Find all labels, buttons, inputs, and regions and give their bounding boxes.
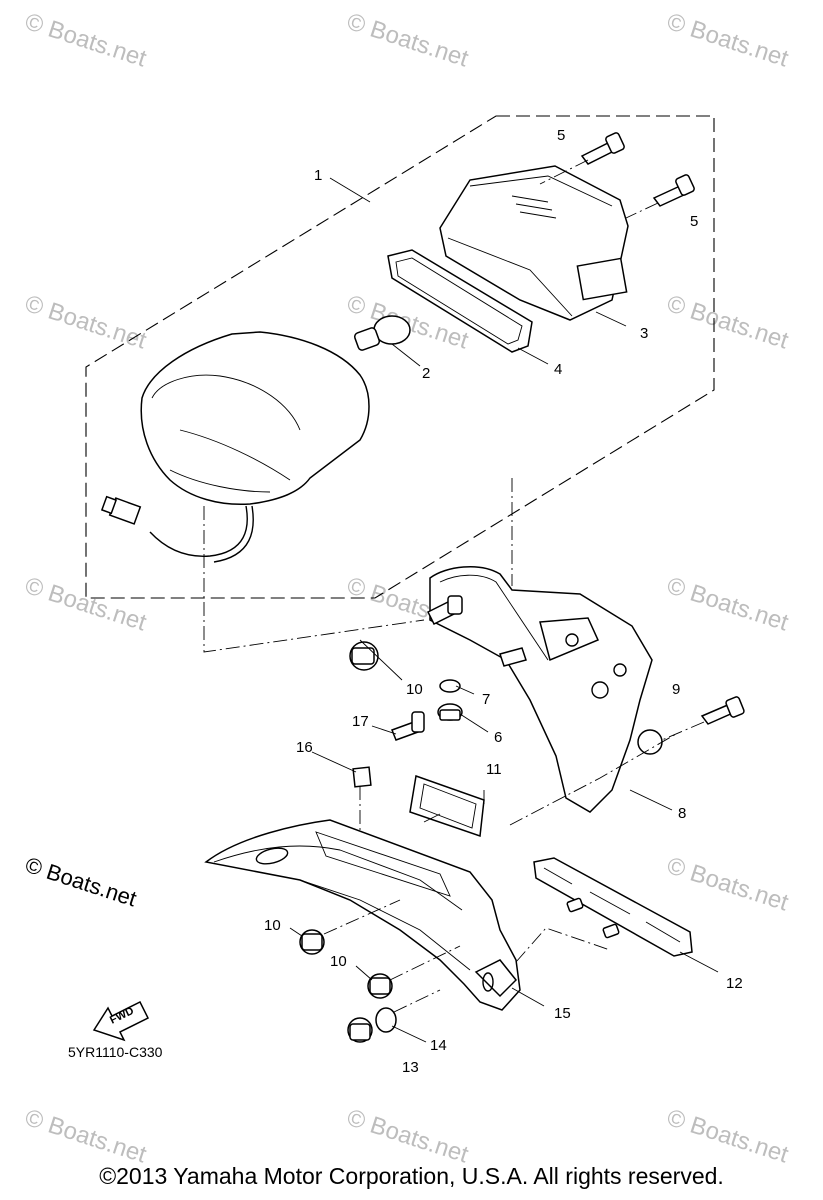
flange-nut xyxy=(367,973,393,999)
callout-7: 7 xyxy=(482,691,490,708)
copyright-notice: ©2013 Yamaha Motor Corporation, U.S.A. A… xyxy=(99,1163,724,1189)
screw xyxy=(539,132,625,185)
callout-8: 8 xyxy=(678,805,686,822)
callout-5: 5 xyxy=(557,127,565,144)
mounting-line xyxy=(515,927,611,963)
tail-light-lens xyxy=(140,331,370,506)
diagram-code: 5YR1110-C330 xyxy=(68,1044,163,1060)
rear-fender xyxy=(204,819,545,1011)
callout-16: 16 xyxy=(296,739,313,756)
washer xyxy=(439,679,461,693)
callout-6: 6 xyxy=(494,729,502,746)
callout-2: 2 xyxy=(422,365,430,382)
forward-arrow-icon: FWD xyxy=(92,1000,150,1042)
mounting-line xyxy=(509,733,677,826)
gasket xyxy=(387,249,549,365)
callout-11: 11 xyxy=(486,761,502,778)
callout-14: 14 xyxy=(430,1037,447,1054)
callout-15: 15 xyxy=(554,1005,571,1022)
reflector-housing xyxy=(439,165,629,327)
plate-bracket xyxy=(533,857,719,973)
nut xyxy=(347,1017,373,1043)
screw xyxy=(391,711,425,741)
flange-nut xyxy=(299,929,325,955)
clip-nut xyxy=(352,766,372,788)
bolt xyxy=(661,696,745,741)
callout-13: 13 xyxy=(402,1059,419,1076)
license-light xyxy=(409,774,485,838)
callout-10: 10 xyxy=(406,681,423,698)
wire-harness xyxy=(100,495,254,563)
callout-3: 3 xyxy=(640,325,648,342)
collar xyxy=(375,1007,397,1033)
screw xyxy=(625,174,695,219)
callout-17: 17 xyxy=(352,713,369,730)
callout-1: 1 xyxy=(314,167,322,184)
callout-5: 5 xyxy=(690,213,698,230)
flange-nut xyxy=(349,641,379,671)
callout-4: 4 xyxy=(554,361,562,378)
bulb xyxy=(353,315,421,367)
callout-12: 12 xyxy=(726,975,743,992)
callout-9: 9 xyxy=(672,681,680,698)
callout-10: 10 xyxy=(330,953,347,970)
callout-10: 10 xyxy=(264,917,281,934)
tail-light-bracket xyxy=(426,566,663,813)
nut xyxy=(437,703,463,721)
mounting-line xyxy=(203,506,425,653)
assembly-boundary xyxy=(85,115,715,599)
